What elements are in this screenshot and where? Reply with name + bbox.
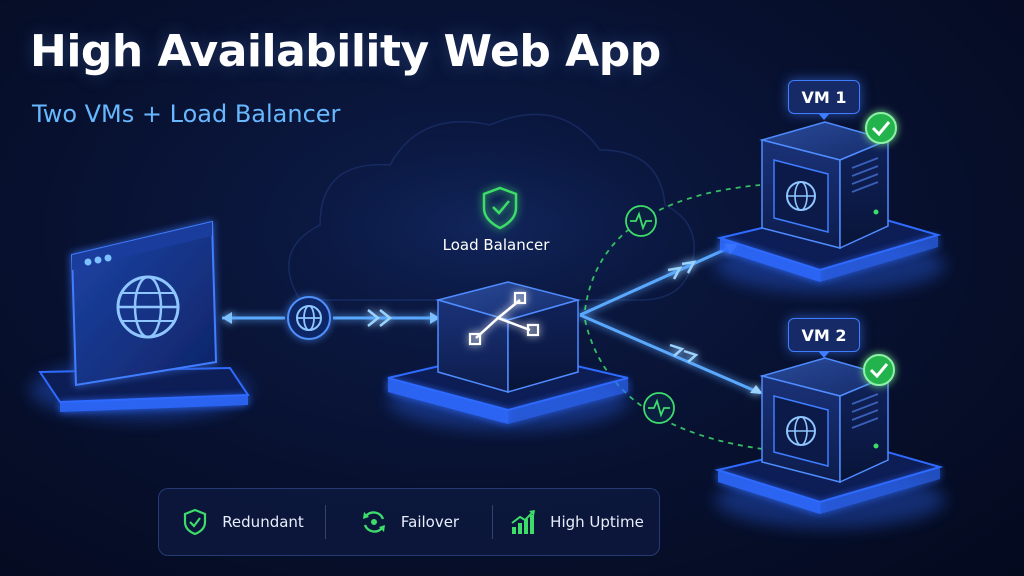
page-subtitle: Two VMs + Load Balancer: [32, 100, 341, 128]
feature-redundant: Redundant: [159, 507, 325, 537]
load-balancer-label: Load Balancer: [442, 236, 550, 254]
globe-icon: [786, 416, 816, 446]
globe-icon: [287, 296, 331, 340]
divider: [325, 505, 326, 539]
globe-icon: [116, 275, 180, 339]
client-link: [222, 309, 440, 327]
page-title: High Availability Web App: [30, 26, 661, 77]
branch-icon: [468, 291, 540, 346]
vm2-server: [714, 357, 945, 528]
client-browser: [30, 220, 250, 420]
vm1-label: VM 1: [788, 80, 860, 120]
vm1-server: [715, 121, 945, 293]
globe-icon: [786, 181, 816, 211]
feature-label: Failover: [400, 513, 460, 531]
cloud-backdrop: [288, 113, 695, 301]
check-circle-icon: [863, 354, 895, 386]
feature-failover: Failover: [326, 507, 492, 537]
feature-high-uptime: High Uptime: [493, 507, 659, 537]
feature-label: Redundant: [222, 513, 304, 531]
divider: [492, 505, 493, 539]
refresh-icon: [359, 507, 389, 537]
shield-check-icon: [482, 186, 518, 230]
check-circle-icon: [865, 112, 897, 144]
feature-label: High Uptime: [550, 513, 644, 531]
chart-up-icon: [508, 507, 538, 537]
heartbeat-icon: [625, 205, 657, 237]
feature-bar: Redundant Failover High Upt: [158, 488, 660, 556]
shield-check-icon: [180, 507, 210, 537]
load-balancer: [387, 281, 629, 430]
vm2-label: VM 2: [788, 318, 860, 358]
heartbeat-icon: [643, 392, 675, 424]
